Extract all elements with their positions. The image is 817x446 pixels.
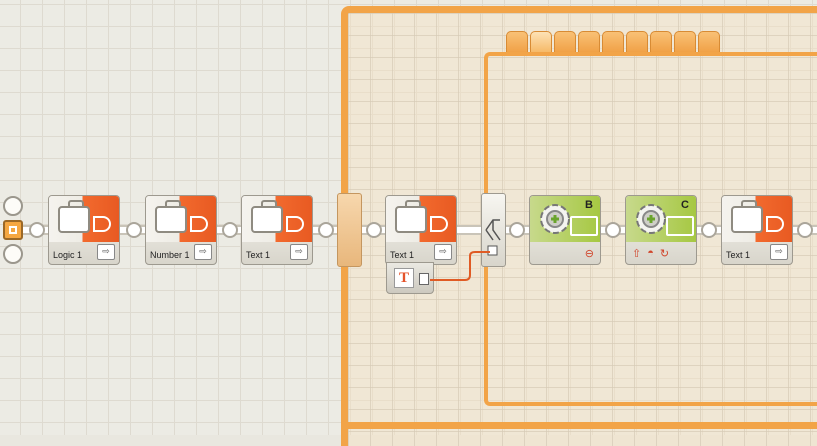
variable-block[interactable]: Text 1 ⇨ bbox=[721, 195, 793, 265]
switch-tab-active[interactable] bbox=[530, 31, 552, 53]
duration-icon: ↻ bbox=[659, 248, 670, 260]
text-type-icon: T bbox=[394, 268, 414, 288]
data-plug-icon bbox=[430, 216, 448, 232]
suitcase-icon bbox=[155, 200, 187, 233]
loop-bottom-edge bbox=[341, 422, 817, 429]
motor-power-icon bbox=[666, 216, 694, 236]
beam-connector bbox=[126, 222, 142, 238]
suitcase-icon bbox=[731, 200, 763, 233]
switch-input-port[interactable] bbox=[481, 193, 506, 267]
data-plug-icon[interactable] bbox=[419, 273, 429, 285]
data-plug-icon bbox=[93, 216, 111, 232]
motor-block[interactable]: B ⊖ bbox=[529, 195, 601, 265]
block-label: Text 1 bbox=[390, 250, 415, 260]
beam-connector bbox=[222, 222, 238, 238]
text-data-hub[interactable]: T bbox=[386, 262, 434, 294]
beam-connector bbox=[509, 222, 525, 238]
motor-port-letter: B bbox=[585, 199, 593, 211]
block-label: Text 1 bbox=[246, 250, 271, 260]
beam-connector bbox=[318, 222, 334, 238]
variable-block[interactable]: Number 1 ⇨ bbox=[145, 195, 217, 265]
block-label: Number 1 bbox=[150, 250, 190, 260]
switch-tab[interactable] bbox=[506, 31, 528, 53]
suitcase-icon bbox=[251, 200, 283, 233]
switch-tab[interactable] bbox=[602, 31, 624, 53]
suitcase-icon bbox=[58, 200, 90, 233]
switch-tabs bbox=[506, 31, 720, 53]
switch-tab[interactable] bbox=[554, 31, 576, 53]
variable-block[interactable]: Logic 1 ⇨ bbox=[48, 195, 120, 265]
data-hub-icon[interactable]: ⇨ bbox=[434, 244, 452, 260]
start-point-button-active[interactable] bbox=[3, 220, 23, 240]
loop-entry-connector bbox=[337, 193, 362, 267]
block-label: Logic 1 bbox=[53, 250, 83, 260]
start-point-button[interactable] bbox=[3, 244, 23, 264]
data-hub-icon[interactable]: ⇨ bbox=[290, 244, 308, 260]
motor-block[interactable]: C ⇧ ◓ ↻ bbox=[625, 195, 697, 265]
suitcase-icon bbox=[395, 200, 427, 233]
beam-connector bbox=[701, 222, 717, 238]
motor-port-letter: C bbox=[681, 199, 689, 211]
data-hub-icon[interactable]: ⇨ bbox=[97, 244, 115, 260]
data-hub-icon[interactable]: ⇨ bbox=[770, 244, 788, 260]
switch-tab[interactable] bbox=[650, 31, 672, 53]
beam-connector bbox=[797, 222, 813, 238]
switch-tab[interactable] bbox=[578, 31, 600, 53]
beam-connector bbox=[366, 222, 382, 238]
data-hub-icon[interactable]: ⇨ bbox=[194, 244, 212, 260]
gear-icon bbox=[630, 198, 672, 240]
switch-tab[interactable] bbox=[674, 31, 696, 53]
data-plug-icon bbox=[190, 216, 208, 232]
switch-branch-icon bbox=[485, 219, 501, 256]
block-label: Text 1 bbox=[726, 250, 751, 260]
switch-tab[interactable] bbox=[626, 31, 648, 53]
beam-connector bbox=[605, 222, 621, 238]
gear-icon bbox=[534, 198, 576, 240]
switch-tab[interactable] bbox=[698, 31, 720, 53]
stop-icon: ⊖ bbox=[584, 248, 594, 260]
speed-icon: ◓ bbox=[647, 247, 654, 259]
variable-block[interactable]: Text 1 ⇨ bbox=[385, 195, 457, 265]
start-point-button[interactable] bbox=[3, 196, 23, 216]
forward-icon: ⇧ bbox=[632, 248, 642, 260]
data-plug-icon bbox=[286, 216, 304, 232]
motor-power-icon bbox=[570, 216, 598, 236]
data-plug-icon bbox=[766, 216, 784, 232]
variable-block[interactable]: Text 1 ⇨ bbox=[241, 195, 313, 265]
data-wire[interactable] bbox=[420, 250, 500, 290]
beam-connector bbox=[29, 222, 45, 238]
